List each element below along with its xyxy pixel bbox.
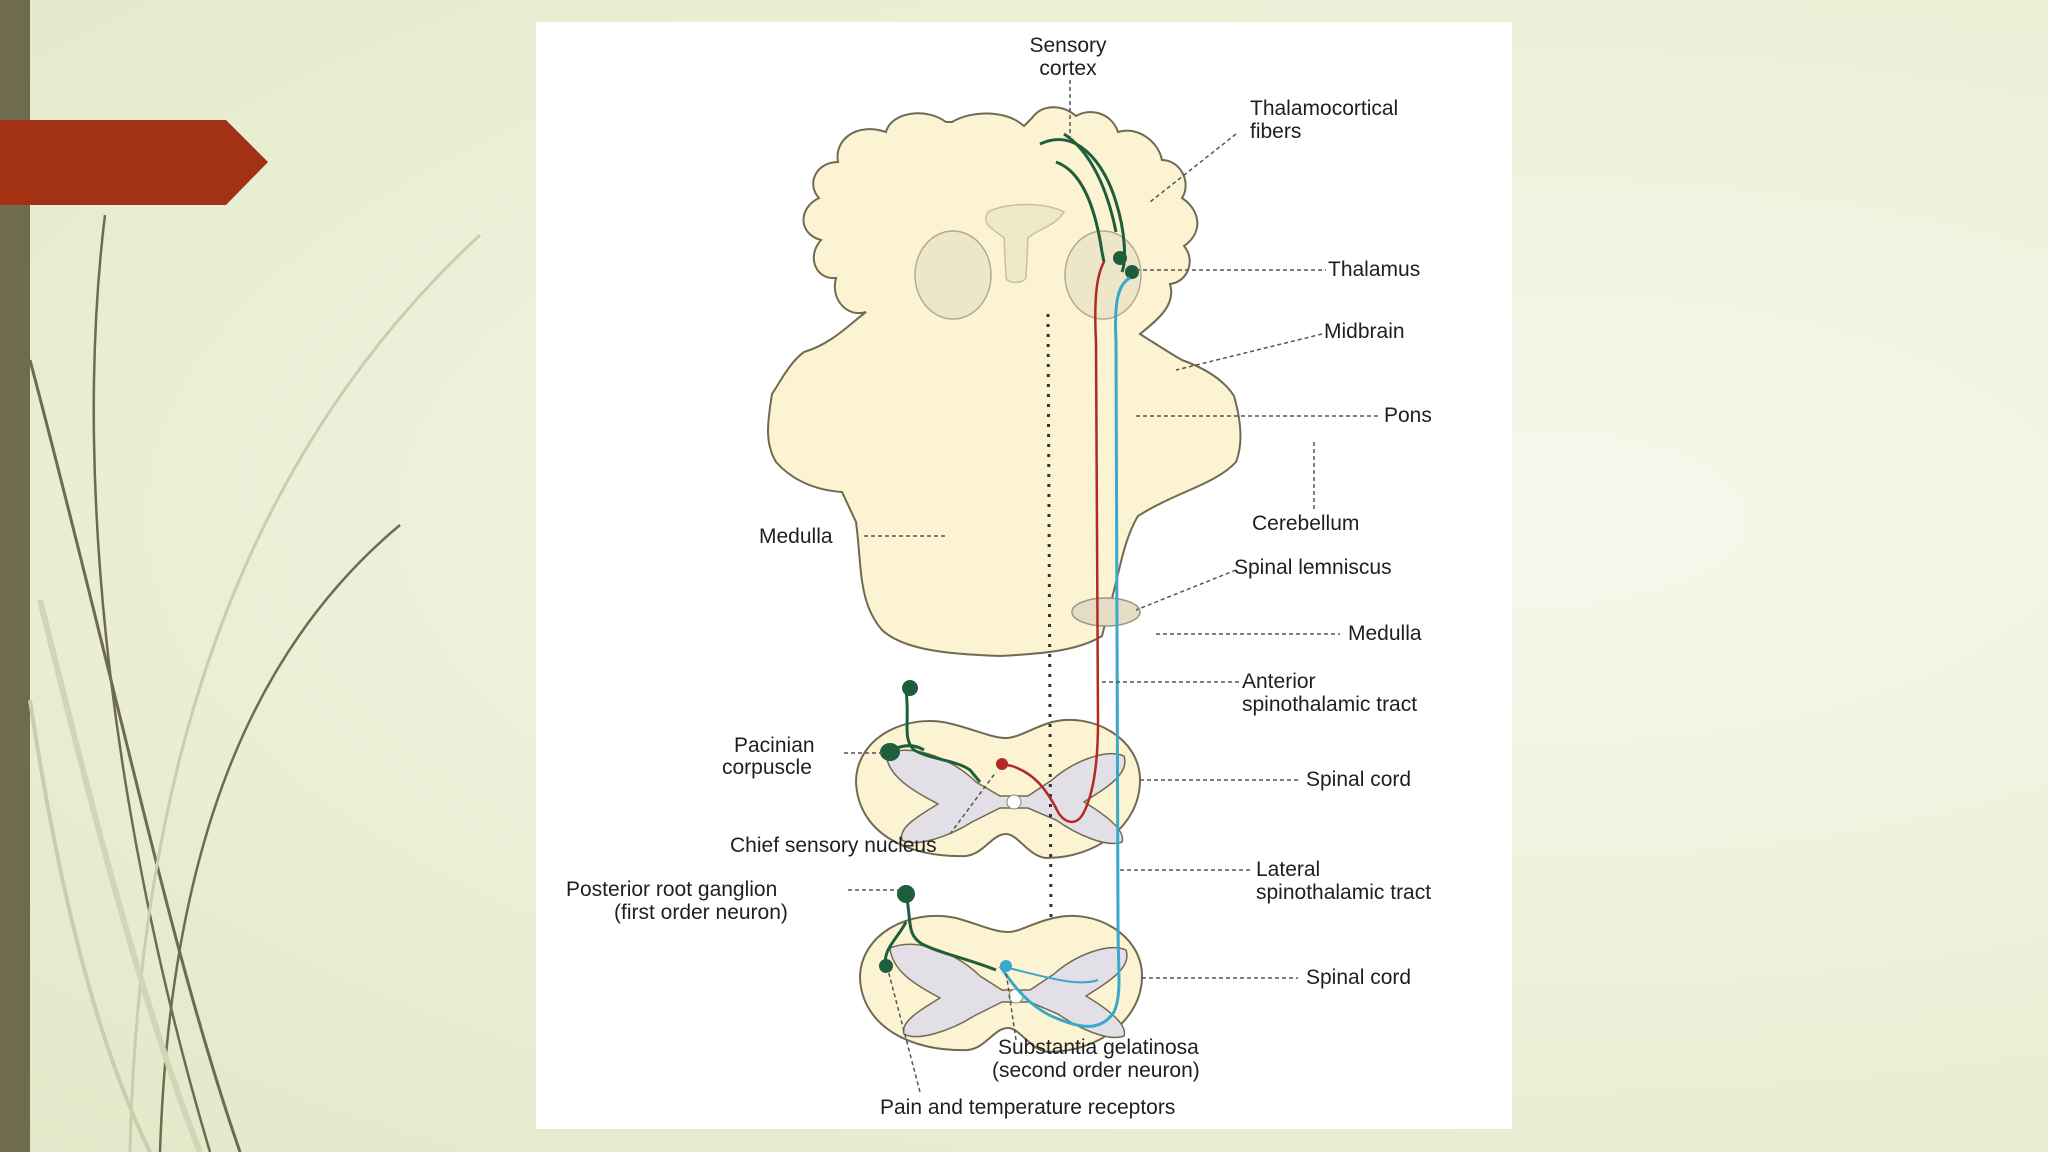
pathway-diagram: Sensory cortex Thalamocortical fibers Th… [566, 34, 1432, 1119]
pacinian-corpuscle-dot [880, 743, 900, 761]
label-spinal-lemniscus: Spinal lemniscus [1234, 556, 1392, 579]
sensory-pathway-figure: Sensory cortex Thalamocortical fibers Th… [536, 22, 1512, 1129]
anterior-spinothalamic-path [1001, 261, 1106, 823]
label-substantia-2: (second order neuron) [992, 1059, 1200, 1082]
label-spinal-cord-lower: Spinal cord [1306, 966, 1411, 989]
label-sensory-cortex-1: Sensory [1029, 34, 1107, 57]
label-posterior-root-1: Posterior root ganglion [566, 878, 777, 901]
red-title-tab [0, 120, 268, 205]
thalamus-neuron-2 [1125, 265, 1139, 279]
pain-receptor-dot [879, 959, 893, 973]
label-substantia-1: Substantia gelatinosa [998, 1036, 1199, 1059]
label-chief-sensory: Chief sensory nucleus [730, 834, 937, 857]
label-cerebellum: Cerebellum [1252, 512, 1359, 535]
label-spinal-cord-upper: Spinal cord [1306, 768, 1411, 791]
thalamus-neuron-1 [1113, 251, 1127, 265]
label-anterior-tract-1: Anterior [1242, 670, 1316, 693]
lateral-spinothalamic-path [998, 276, 1131, 1028]
substantia-gelatinosa-dot [1000, 960, 1012, 972]
label-pons: Pons [1384, 404, 1432, 427]
label-pain-receptors: Pain and temperature receptors [880, 1096, 1175, 1119]
lateral-spinothalamic-inner [999, 965, 1099, 984]
midline-dotted [1046, 313, 1053, 923]
label-anterior-tract-2: spinothalamic tract [1242, 693, 1417, 716]
posterior-root-ganglion [897, 885, 915, 903]
brain-outline [767, 106, 1242, 658]
label-medulla-right: Medulla [1348, 622, 1422, 645]
label-pacinian-2: corpuscle [722, 756, 812, 779]
label-pacinian-1: Pacinian [734, 734, 815, 757]
thalamus-left [914, 230, 992, 320]
label-sensory-cortex-2: cortex [1039, 57, 1097, 80]
label-midbrain: Midbrain [1324, 320, 1405, 343]
chief-sensory-dot [996, 758, 1008, 770]
label-posterior-root-2: (first order neuron) [614, 901, 788, 924]
ventricle-shape [985, 203, 1066, 284]
pacinian-ganglion [902, 680, 918, 696]
label-lateral-tract-2: spinothalamic tract [1256, 881, 1431, 904]
label-thalamocortical-1: Thalamocortical [1250, 97, 1398, 120]
label-medulla-left: Medulla [759, 525, 833, 548]
label-thalamus: Thalamus [1328, 258, 1420, 281]
label-thalamocortical-2: fibers [1250, 120, 1301, 143]
decorative-swoosh [28, 214, 482, 1152]
red-tab-shape [0, 120, 268, 205]
leader-lines [844, 80, 1378, 1093]
spinal-lemniscus-ellipse [1071, 597, 1141, 627]
label-lateral-tract-1: Lateral [1256, 858, 1320, 881]
